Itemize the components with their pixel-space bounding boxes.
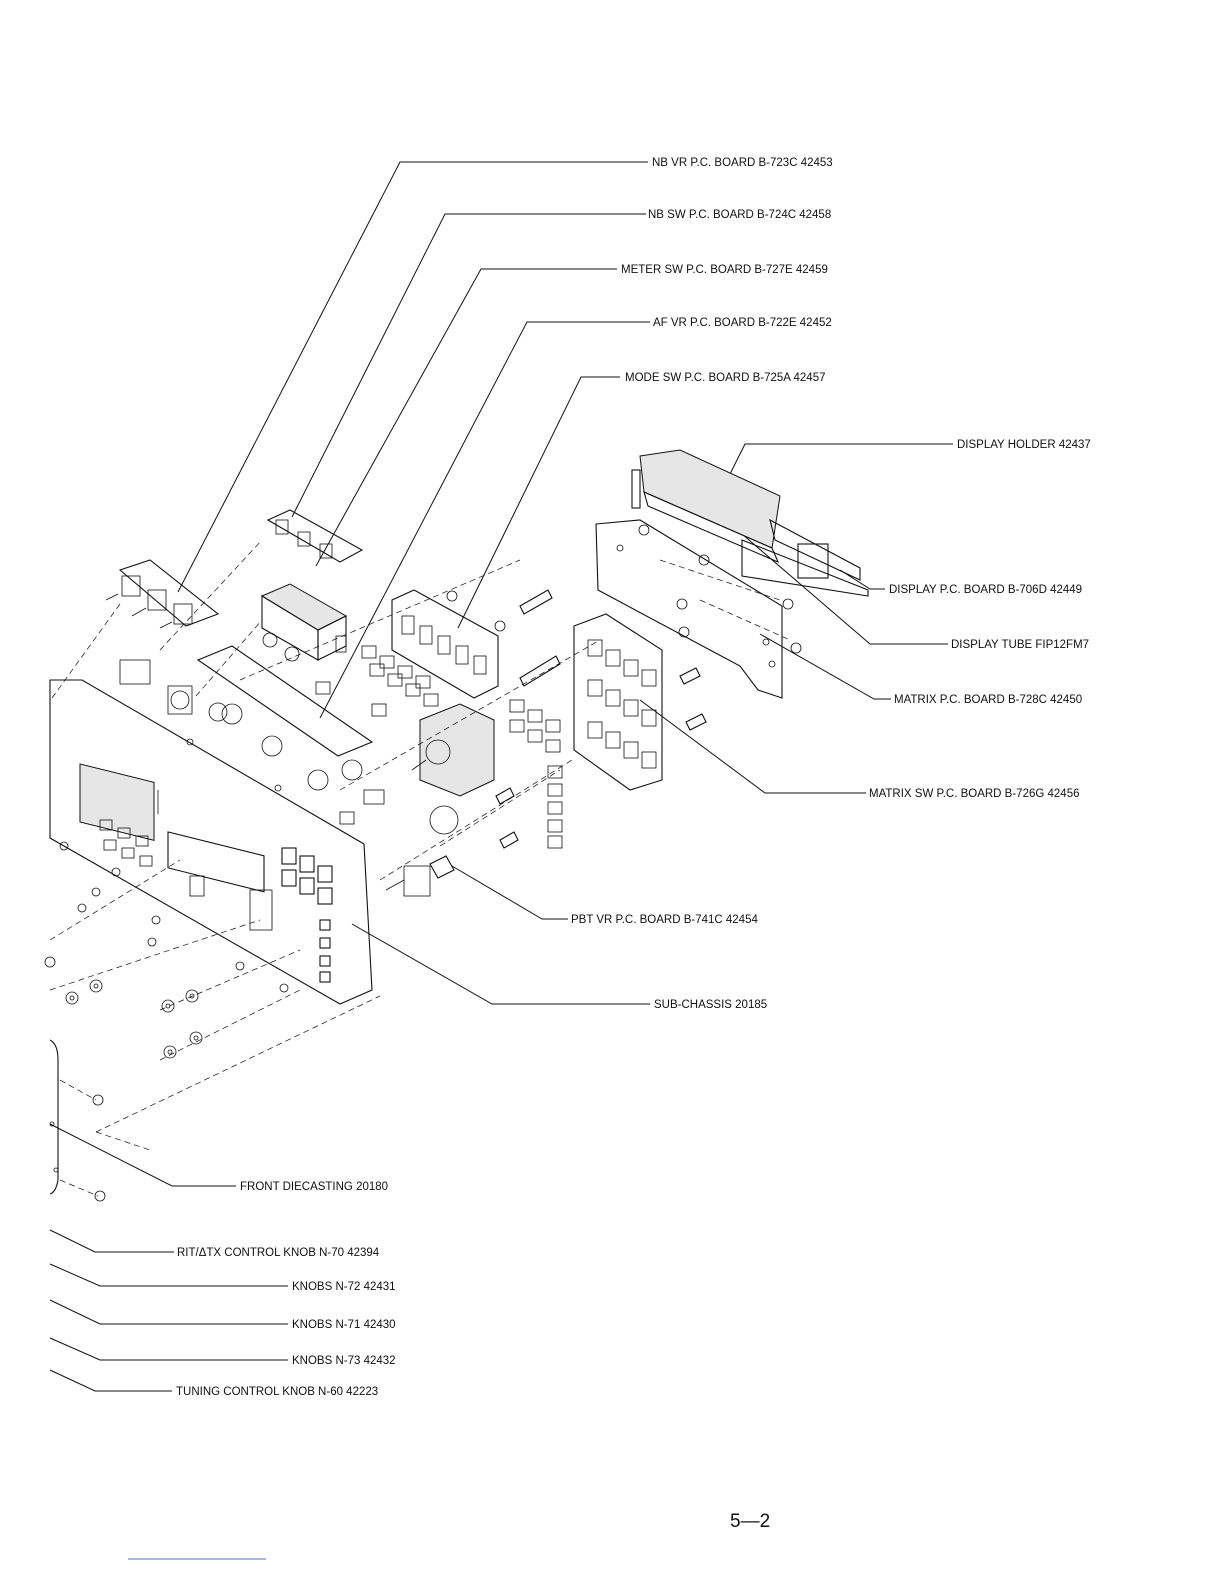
label-nb-sw-board: NB SW P.C. BOARD B-724C 42458 [648,209,831,221]
label-knobs-n72: KNOBS N-72 42431 [292,1281,396,1293]
leader-matrix [759,633,891,700]
label-sub-chassis: SUB-CHASSIS 20185 [654,999,767,1011]
meter-sw-board-part [260,583,348,662]
display-board-part [741,539,869,597]
leader-matrix-sw [639,699,866,794]
leader-knobs-n73 [49,1337,288,1361]
leader-display-board [839,569,885,590]
leader-af-vr [319,321,650,719]
label-front-diecasting: FRONT DIECASTING 20180 [240,1181,388,1193]
nb-vr-board-part [105,559,220,629]
label-tuning-knob: TUNING CONTROL KNOB N-60 42223 [176,1386,378,1398]
label-matrix-board: MATRIX P.C. BOARD B-728C 42450 [894,694,1082,706]
leader-display-tube [741,533,948,645]
washers-and-screws [44,738,289,1202]
key-caps [509,699,563,849]
matrix-sw-board-part [573,613,663,791]
af-vr-board-part [196,645,374,791]
leader-display-holder [722,443,953,489]
leader-knobs-n71 [49,1299,288,1325]
label-nb-vr-board: NB VR P.C. BOARD B-723C 42453 [652,157,833,169]
label-display-holder: DISPLAY HOLDER 42437 [957,439,1091,451]
label-af-vr-board: AF VR P.C. BOARD B-722E 42452 [653,317,832,329]
sub-chassis-part [49,679,373,1005]
leader-meter-sw [315,268,617,567]
callout-labels: NB VR P.C. BOARD B-723C 42453 NB SW P.C.… [176,157,1091,1398]
matrix-board-part [595,519,783,699]
page-number: 5—2 [730,1511,770,1532]
screws-right [446,524,802,654]
leader-rit-knob [49,1229,174,1253]
leader-front-diecasting [49,1123,236,1187]
label-knobs-n73: KNOBS N-73 42432 [292,1355,396,1367]
leader-mode-sw [457,376,620,629]
leader-nb-vr [177,161,648,593]
leader-nb-sw [291,213,646,518]
nb-sw-board-part [266,509,364,563]
display-holder-part [631,449,861,581]
label-pbt-vr-board: PBT VR P.C. BOARD B-741C 42454 [571,914,758,926]
mode-sw-board-part [391,589,499,699]
leader-tuning-knob [49,1369,172,1392]
label-meter-sw-board: METER SW P.C. BOARD B-727E 42459 [621,264,828,276]
leader-lines [49,161,953,1392]
label-display-board: DISPLAY P.C. BOARD B-706D 42449 [889,584,1082,596]
label-mode-sw-board: MODE SW P.C. BOARD B-725A 42457 [625,372,825,384]
label-rit-knob: RIT/ΔTX CONTROL KNOB N-70 42394 [177,1247,380,1259]
rotary-block-part [411,703,495,797]
leader-knobs-n72 [49,1263,288,1287]
spacers [495,589,707,849]
leader-sub-chassis [351,923,650,1005]
alignment-lines [49,539,791,1197]
mode-key-caps [335,635,439,707]
front-diecasting-part [49,1039,59,1195]
label-knobs-n71: KNOBS N-71 42430 [292,1319,396,1331]
small-components [119,659,387,825]
label-display-tube: DISPLAY TUBE FIP12FM7 [951,639,1089,651]
exploded-parts [44,449,869,1202]
pbt-vr-board-part [385,805,459,897]
label-matrix-sw-board: MATRIX SW P.C. BOARD B-726G 42456 [869,788,1079,800]
leader-pbt-vr [451,865,568,920]
